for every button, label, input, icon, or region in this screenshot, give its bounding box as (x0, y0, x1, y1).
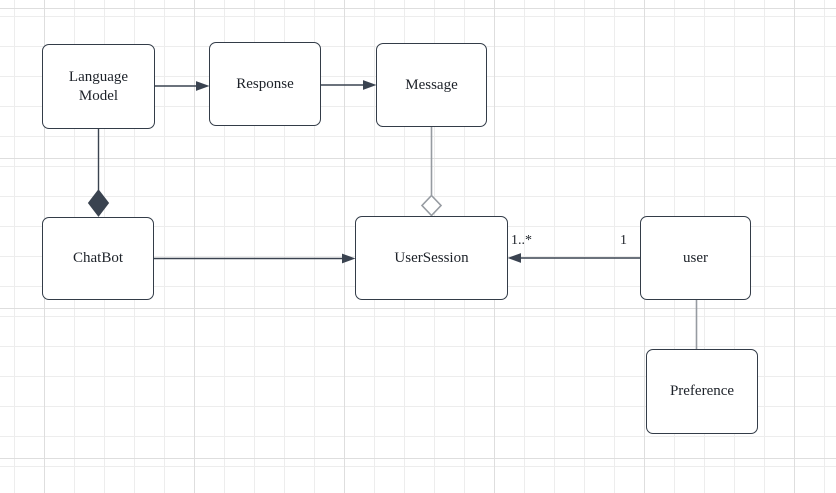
class-box-label: Response (236, 75, 294, 92)
edge-languagemodel-response[interactable] (155, 81, 210, 91)
class-box-label: Language Model (68, 68, 129, 104)
class-box-user[interactable]: user (640, 216, 751, 300)
class-box-language-model[interactable]: Language Model (42, 44, 155, 129)
class-box-preference[interactable]: Preference (646, 349, 758, 434)
multiplicity-label-usersession-end[interactable]: 1..* (511, 233, 532, 248)
hollow-diamond-icon (420, 194, 443, 217)
class-box-label: ChatBot (72, 250, 123, 267)
class-box-label: UserSession (394, 249, 469, 266)
multiplicity-label-user-end[interactable]: 1 (620, 233, 627, 248)
arrowhead-icon (363, 80, 377, 90)
edge-user-usersession[interactable] (507, 253, 640, 263)
class-box-label: Preference (669, 383, 735, 400)
edge-message-usersession-aggregation[interactable] (420, 127, 443, 217)
class-box-usersession[interactable]: UserSession (355, 216, 508, 300)
edge-response-message[interactable] (321, 80, 377, 90)
class-box-chatbot[interactable]: ChatBot (42, 217, 154, 300)
edge-languagemodel-chatbot-composition[interactable] (87, 129, 110, 217)
filled-diamond-icon (87, 189, 110, 217)
arrowhead-icon (196, 81, 210, 91)
arrowhead-icon (342, 253, 356, 264)
arrowhead-icon (507, 253, 521, 263)
class-box-label: Message (405, 76, 458, 93)
class-box-message[interactable]: Message (376, 43, 487, 127)
edge-chatbot-usersession[interactable] (154, 253, 356, 264)
class-box-response[interactable]: Response (209, 42, 321, 126)
class-box-label: user (683, 249, 708, 266)
